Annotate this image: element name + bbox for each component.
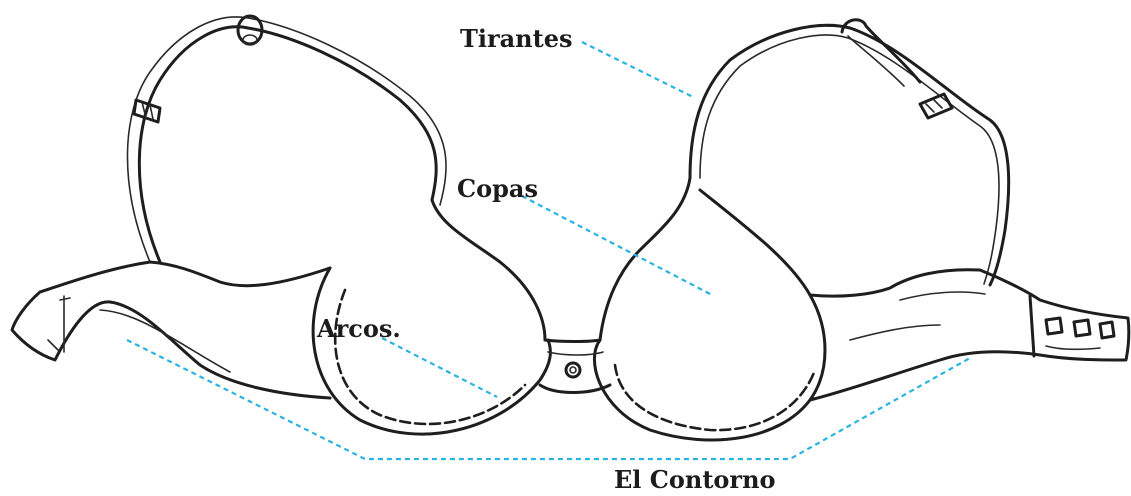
leader-lines xyxy=(126,41,971,461)
band xyxy=(10,260,1131,402)
left-strap xyxy=(126,14,447,264)
band-leader xyxy=(126,339,971,461)
right-strap xyxy=(688,18,1011,287)
cups xyxy=(311,176,827,442)
label-underwires: Arcos. xyxy=(317,314,401,343)
underwires-leader xyxy=(381,337,498,398)
label-cups: Copas xyxy=(457,174,538,203)
label-band: El Contorno xyxy=(614,465,776,494)
straps-leader xyxy=(581,41,694,98)
label-straps: Tirantes xyxy=(460,24,573,53)
